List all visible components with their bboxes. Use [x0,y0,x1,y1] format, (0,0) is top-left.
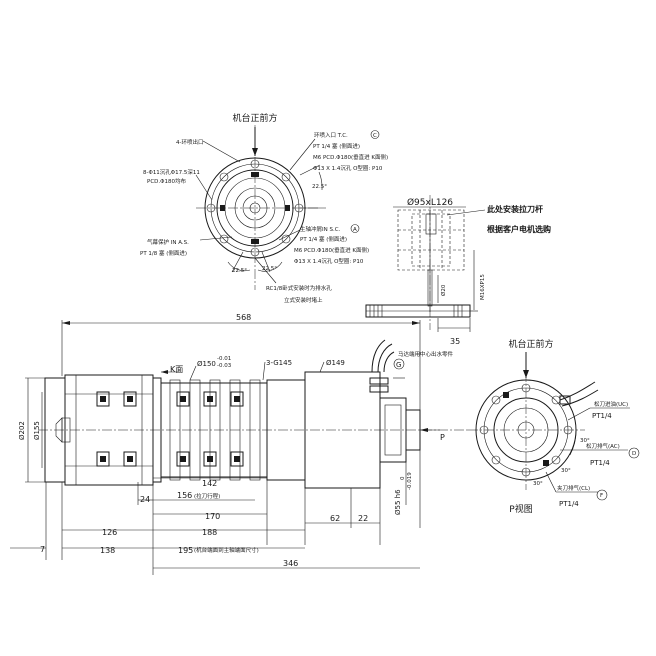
dim-126: 126 [102,528,117,537]
spray-outlet-label: 4-环喷出口 [176,138,203,146]
mount-holes-label-1: 8-Φ11沉孔Φ17.5深11 [143,168,200,176]
dim-7: 7 [40,545,45,554]
dim-22: 22 [358,514,368,523]
ring-inlet-mark-circle [370,130,380,139]
p-arrow-label: P [440,433,445,442]
dim-149: Ø149 [326,359,345,367]
p-view-bolt-holes [479,383,573,477]
dim-138: 138 [100,546,115,555]
top-view-bolt-holes [206,159,304,257]
thread-3g145: 3-G145 [266,359,292,367]
cooling-fins [169,379,261,481]
rc-note-2: 立式安装时堵上 [284,296,323,304]
ring-inlet-pt: PT 1/4 塞 (侧面进) [313,142,360,150]
center-water-label: 主轴冲屑IN S.C. [300,225,341,233]
k-face-label: K面 [170,365,183,374]
tool-holder-outline [397,209,465,271]
p-angle-3: 30° [533,481,543,487]
g-mark-circle [393,358,405,370]
cable-fittings [369,339,395,393]
p-view: 机台正前方 松刀进油(UC) PT1/4 松刀排气(AC) D PT1/4 夹刀… [468,338,640,515]
clamp-pt: PT1/4 [559,500,579,508]
dim-156-note: (拉刀行程) [194,492,220,500]
top-view-bore [242,195,268,221]
dim-55-tol-bot: -0.019 [407,472,413,490]
top-view-front-label: 机台正前方 [232,112,277,124]
motor-note: 马达端用中心出水零件 [398,350,454,358]
top-view-spindle-nose [234,187,276,229]
side-view: K面 G [10,313,470,575]
p-view-bolt-circle [483,387,569,473]
dim-156: 156 [177,491,192,500]
tool-holder-note-1: 此处安装拉刀杆 [487,204,543,214]
dim-188: 188 [202,528,217,537]
dim-195-note: (机台端面到主轴端面尺寸) [194,546,259,554]
p-view-inner [503,407,549,453]
draw-bar-threads [369,305,463,317]
dim-35: 35 [450,337,460,346]
clamp-air-label: 松刀排气(AC) [586,442,620,450]
center-water-m6: M6 PCD.Φ180(垂直进 K面侧) [294,246,369,254]
dim-202: Ø202 [18,421,26,440]
air-protect-pt: PT 1/8 塞 (侧面进) [140,249,187,257]
clamp-air-pt: PT1/4 [590,459,610,467]
g-mark: G [396,361,401,369]
center-water-pt: PT 1/4 塞 (侧面进) [300,235,347,243]
dim-55-tol-top: 0 [400,476,406,480]
clamp-mark: F [600,493,603,499]
clamp-air-mark-circle [628,447,640,459]
tool-holder-note-2: 根据客户电机选购 [487,224,551,234]
angle-bl-2: 22.5° [262,266,277,272]
clamp-air-mark: D [632,451,636,457]
clamp-mark-circle [596,489,608,501]
ring-inlet-mark: C [373,133,377,139]
top-view-body [216,169,294,247]
dim-24: 24 [140,495,150,504]
center-water-mark-circle [350,224,360,233]
rc-note-1: RC1/8卧式安装时为排水孔 [266,284,332,292]
p-view-bore [517,421,535,439]
ring-inlet-oring: Φ13 X 1.4沉孔 O型圈: P10 [313,164,383,172]
p-view-fittings [559,381,599,407]
air-protect-label: 气幕保护 IN A.S. [147,238,189,246]
center-water-oring: Φ13 X 1.4沉孔 O型圈: P10 [294,257,364,265]
dim-m16: M16XP15 [480,274,486,300]
tool-holder-detail: Ø95xL126 此处安装拉刀杆 根据客户电机选购 M16XP15 Ø20 [365,195,551,346]
dim-568: 568 [236,313,251,322]
mount-holes-label-2: PCD.Φ180均布 [147,177,186,185]
top-view-center [249,202,261,214]
center-water-mark: A [353,227,357,233]
p-view-title: P视图 [509,503,532,515]
dim-62: 62 [330,514,340,523]
unclamp-label: 松刀进油(UC) [594,400,628,408]
dim-150-tol-top: -0.01 [217,356,231,362]
clamp-label: 夹刀排气(CL) [557,484,590,492]
side-view-dimension-lines [10,450,421,575]
dim-150: Ø150 [197,360,216,368]
dim-20: Ø20 [440,284,447,296]
dim-195: 195 [178,546,193,555]
p-view-front-label: 机台正前方 [508,338,553,350]
angle-bl-1: 22.5° [232,268,247,274]
body-ports [176,391,244,467]
dim-150-tol-bot: -0.03 [217,363,232,369]
ring-inlet-label: 环喷入口 T.C. [314,131,348,139]
top-view-bolt-circle [210,163,300,253]
rear-ports [96,391,137,467]
unclamp-pt: PT1/4 [592,412,612,420]
dim-55: Ø55 h6 [394,489,402,515]
p-angle-2: 30° [561,468,571,474]
angle-right-label: 22.5° [312,184,327,190]
dim-155: Ø155 [33,421,41,440]
dim-170: 170 [205,512,220,521]
dim-346: 346 [283,559,298,568]
dim-142: 142 [202,479,217,488]
top-view-ports [220,172,290,244]
p-angle-1: 30° [580,438,590,444]
top-view: 机台正前方 4-环喷出口 环喷入口 T.C. C PT 1/4 塞 (侧面进) … [140,112,388,304]
p-view-body [493,397,559,463]
ring-inlet-m6: M6 PCD.Φ180(垂直进 K面侧) [313,153,388,161]
